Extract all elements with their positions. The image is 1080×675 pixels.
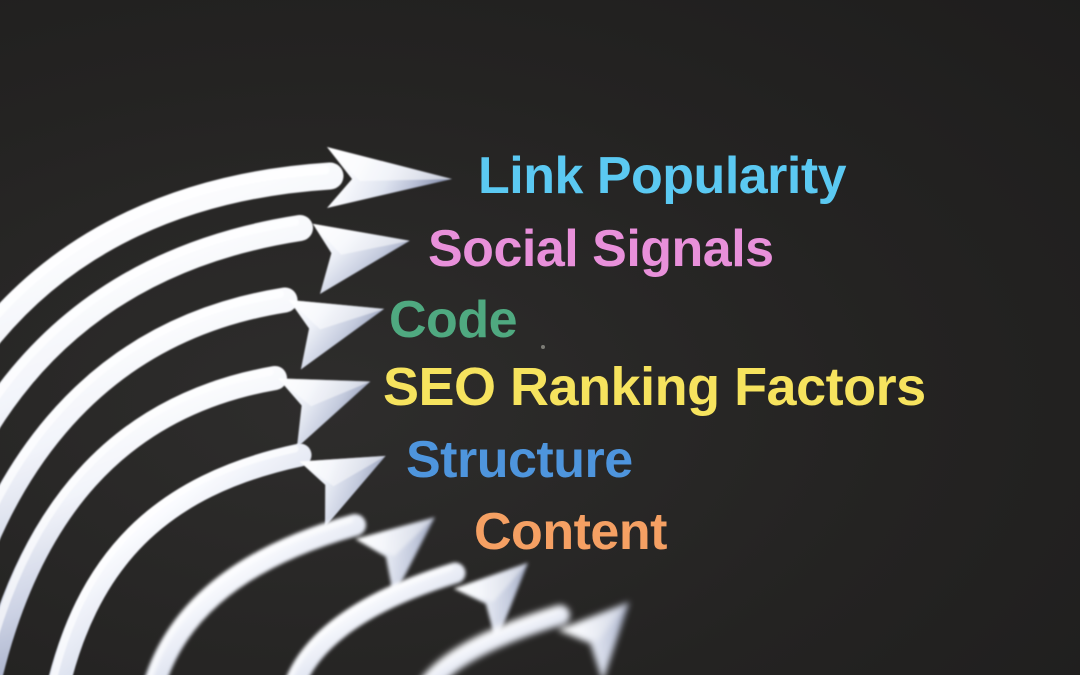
arrow-arc-2	[0, 215, 410, 428]
label-link-popularity: Link Popularity	[478, 147, 847, 205]
label-content: Content	[474, 503, 667, 561]
arrow-arc-8	[423, 601, 630, 675]
label-seo-ranking-factors: SEO Ranking Factors	[383, 357, 926, 417]
arrow-arc-5	[49, 443, 386, 675]
label-structure: Structure	[406, 431, 633, 489]
arrow-arc-4	[0, 366, 371, 675]
speck-artifact	[541, 345, 545, 349]
arrow-arc-3	[0, 287, 385, 540]
arrow-arc-7	[287, 562, 529, 675]
label-code: Code	[389, 291, 518, 349]
arrow-arc-1	[0, 147, 452, 344]
arrow-arc-6	[145, 514, 435, 675]
label-social-signals: Social Signals	[428, 220, 774, 278]
